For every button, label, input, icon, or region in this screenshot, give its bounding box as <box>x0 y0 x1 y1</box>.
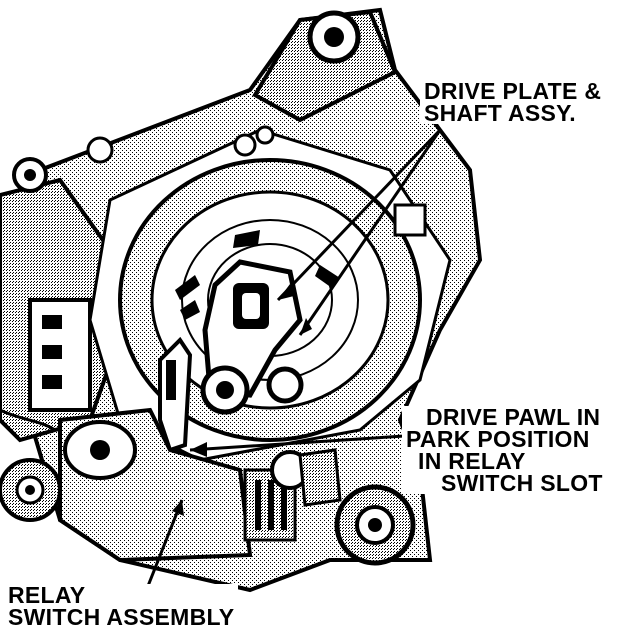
label-drive-plate-line1: DRIVE PLATE & <box>424 78 602 104</box>
label-drive-pawl-line4: SWITCH SLOT <box>441 470 603 496</box>
label-relay-switch: RELAY SWITCH ASSEMBLY <box>4 582 239 630</box>
label-drive-pawl-line3: IN RELAY <box>418 448 526 474</box>
label-drive-pawl-line2: PARK POSITION <box>406 426 590 452</box>
leader-drive-pawl <box>189 433 421 452</box>
label-drive-plate-line2: SHAFT ASSY. <box>424 100 576 126</box>
label-relay-switch-line2: SWITCH ASSEMBLY <box>8 604 235 630</box>
label-relay-switch-line1: RELAY <box>8 582 86 608</box>
leader-drive-plate <box>276 128 442 336</box>
leader-relay-switch <box>146 499 184 587</box>
relay-contacts <box>243 448 342 542</box>
label-drive-pawl: DRIVE PAWL IN PARK POSITION IN RELAY SWI… <box>402 404 607 496</box>
label-drive-plate-shaft: DRIVE PLATE & SHAFT ASSY. <box>420 78 606 126</box>
label-drive-pawl-line1: DRIVE PAWL IN <box>426 404 601 430</box>
